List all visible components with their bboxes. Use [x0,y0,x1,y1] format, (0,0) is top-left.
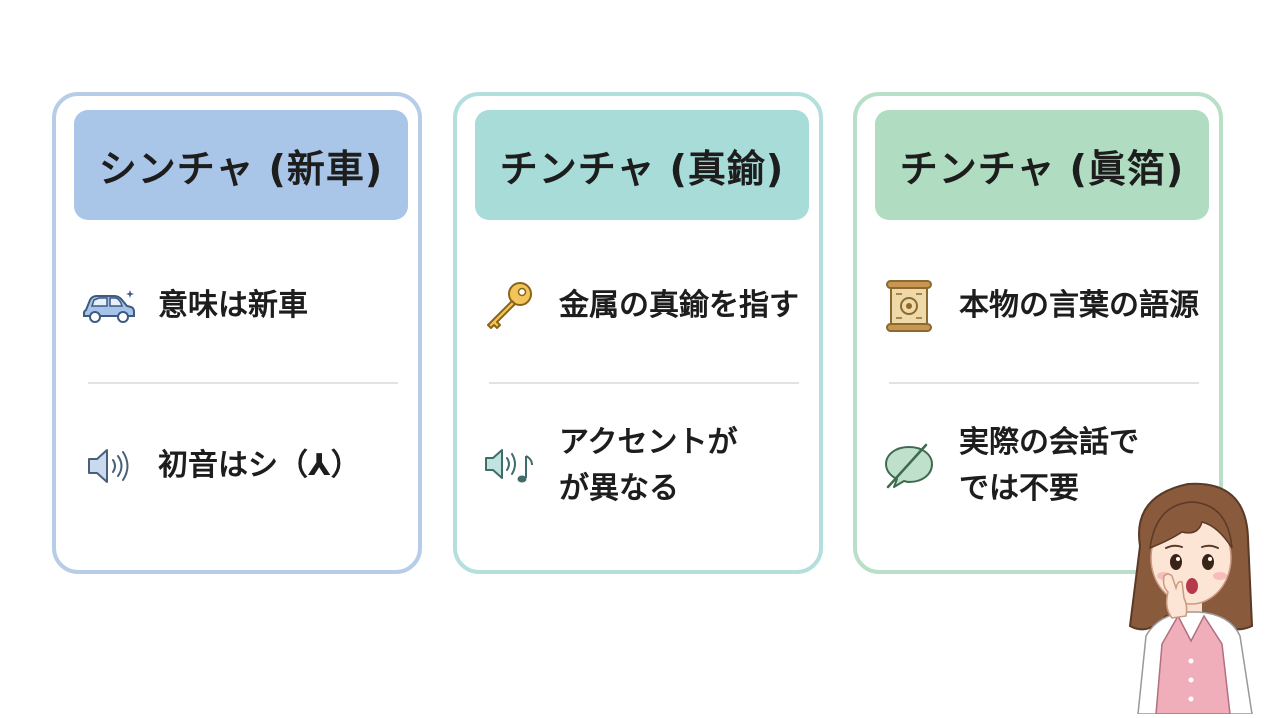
speaker-icon [80,438,136,494]
card-title: チンチャ (眞箔) [875,110,1209,220]
card-chincha-origin: チンチャ (眞箔) 本物の言葉の語源 実際の会話で では不要 [853,92,1223,574]
card-row-pronunciation: 初音はシ（⅄） [80,421,400,511]
card-row-usage: 実際の会話で では不要 [881,421,1201,511]
scroll-icon [881,278,937,334]
card-row-meaning: 本物の言葉の語源 [881,276,1201,336]
card-chincha-brass: チンチャ (真鍮) 金属の真鍮を指す アクセントが が異なる [453,92,823,574]
speaker-music-icon [481,438,537,494]
card-row-meaning: 金属の真鍮を指す [481,276,801,336]
card-row-meaning: 意味は新車 [80,276,400,336]
usage-text: 実際の会話で では不要 [959,420,1139,512]
surprised-woman-illustration [1118,476,1268,715]
meaning-text: 意味は新車 [158,288,308,323]
divider [489,382,799,384]
accent-text: アクセントが が異なる [559,420,738,512]
meaning-text: 本物の言葉の語源 [959,288,1199,323]
card-title: シンチャ (新車) [74,110,408,220]
accent-text-line1: アクセントが [559,425,738,460]
divider [889,382,1199,384]
crossed-speech-bubble-icon [881,438,937,494]
card-shincha: シンチャ (新車) 意味は新車 初音はシ（⅄） [52,92,422,574]
divider [88,382,398,384]
card-row-accent: アクセントが が異なる [481,421,801,511]
car-icon [80,278,136,334]
accent-text-line2: が異なる [559,471,679,506]
pronunciation-text: 初音はシ（⅄） [158,448,361,483]
meaning-text: 金属の真鍮を指す [559,288,799,323]
usage-text-line2: では不要 [959,471,1079,506]
usage-text-line1: 実際の会話で [959,425,1139,460]
key-icon [481,278,537,334]
card-title: チンチャ (真鍮) [475,110,809,220]
